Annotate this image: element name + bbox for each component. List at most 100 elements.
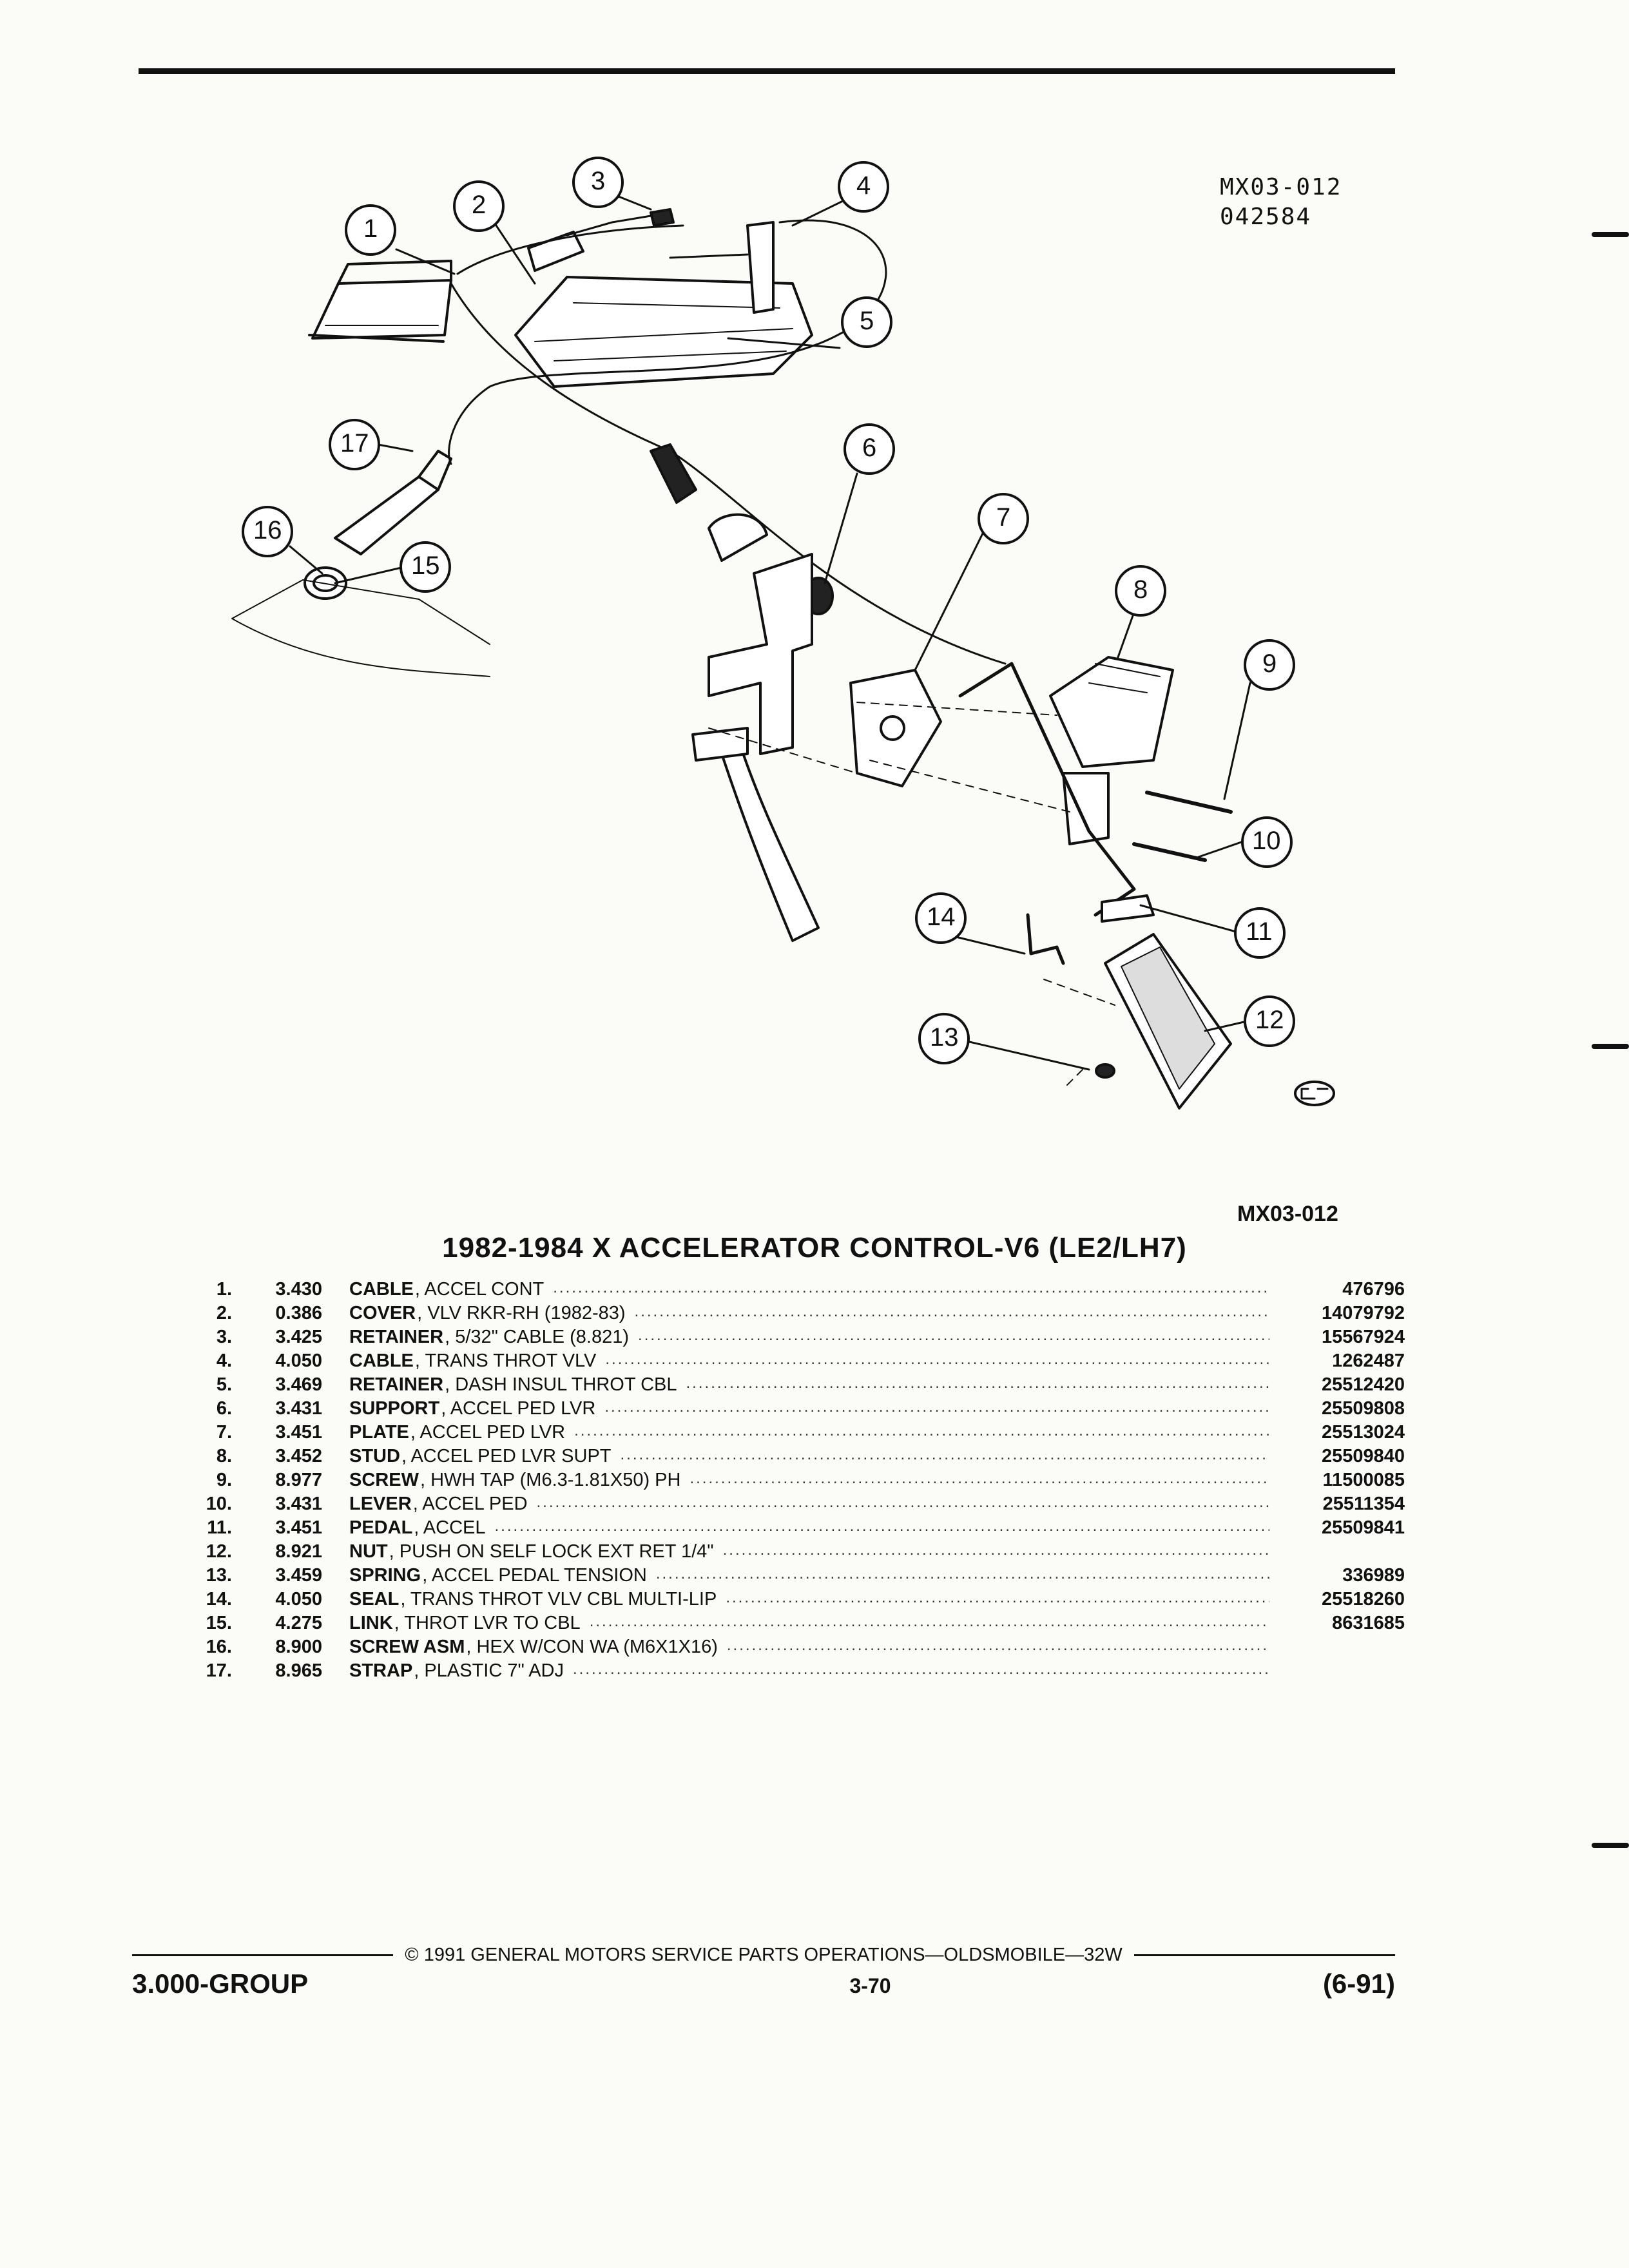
part-name: CABLE [349,1279,414,1300]
item-number: 17. [206,1660,232,1681]
footer-rule-left [132,1954,394,1956]
group-number: 3.451 [275,1517,322,1538]
leader-dots: ........................................… [638,1327,1269,1344]
callout-3: 3 [591,167,606,195]
revision-date: (6-91) [1322,1968,1395,1999]
page-title: 1982-1984 X ACCELERATOR CONTROL-V6 (LE2/… [442,1232,1187,1264]
part-detail: , PUSH ON SELF LOCK EXT RET 1/4" [389,1541,714,1562]
part-detail: , THROT LVR TO CBL [394,1613,581,1633]
binding-mark [1592,1843,1629,1848]
trans-throttle-cable [448,219,887,465]
footer-rule-right [1133,1954,1396,1956]
leader-dots: ........................................… [722,1541,1269,1559]
pedal-support [691,553,942,942]
group-label: 3.000-GROUP [132,1968,309,1999]
part-description: SEAL, TRANS THROT VLV CBL MULTI-LIP.....… [349,1589,1269,1610]
part-name: SPRING [349,1565,421,1586]
group-number: 8.977 [275,1470,322,1490]
callout-15: 15 [411,552,440,580]
accel-pedal [1104,933,1232,1110]
leader-dots: ........................................… [536,1494,1269,1511]
cable-bracket [746,221,775,314]
item-number: 1. [216,1279,232,1300]
item-number: 11. [207,1517,232,1538]
part-detail: , VLV RKR-RH (1982-83) [417,1303,626,1323]
group-number: 3.459 [275,1565,322,1586]
part-description: RETAINER, 5/32" CABLE (8.821)...........… [349,1327,1269,1348]
callout-12: 12 [1255,1006,1284,1034]
top-rule [139,68,1395,74]
copyright-notice: © 1991 GENERAL MOTORS SERVICE PARTS OPER… [405,1945,1123,1965]
part-description: RETAINER, DASH INSUL THROT CBL..........… [349,1374,1269,1396]
part-name: CABLE [349,1350,414,1371]
callout-6: 6 [862,434,877,462]
leader-dots: ........................................… [574,1422,1269,1439]
part-number: 25509841 [1321,1517,1405,1538]
part-number: 25512420 [1321,1374,1405,1395]
leader-dots: ........................................… [605,1350,1269,1368]
air-cleaner-cover [308,260,452,343]
part-number: 14079792 [1321,1303,1405,1323]
callout-10: 10 [1252,827,1281,855]
leader-dots: ........................................… [686,1374,1269,1392]
part-name: NUT [349,1541,388,1562]
leader-dots: ........................................… [573,1660,1269,1678]
part-name: SUPPORT [349,1398,440,1419]
part-number: 25509840 [1321,1446,1405,1466]
item-number: 3. [216,1327,232,1347]
part-description: STUD, ACCEL PED LVR SUPT................… [349,1446,1269,1467]
part-name: RETAINER [349,1327,444,1347]
part-name: LINK [349,1613,393,1633]
item-number: 12. [206,1541,232,1562]
callout-16: 16 [253,516,282,544]
part-description: SCREW ASM, HEX W/CON WA (M6X1X16).......… [349,1637,1269,1658]
part-number: 25513024 [1321,1422,1405,1443]
tension-spring [1026,913,1065,965]
part-detail: , 5/32" CABLE (8.821) [445,1327,630,1347]
binding-mark [1592,1044,1629,1049]
part-detail: , ACCEL PED LVR SUPT [401,1446,612,1466]
group-number: 3.425 [275,1327,322,1347]
part-number: 11500085 [1322,1470,1405,1490]
group-number: 4.050 [275,1589,322,1610]
item-number: 9. [216,1470,232,1490]
leader-dots: ........................................… [620,1446,1270,1463]
exploded-parts-drawing: 1 2 3 4 5 6 7 8 9 10 11 12 13 14 15 16 1… [231,157,1335,1110]
leader-dots: ........................................… [689,1470,1269,1487]
part-description: NUT, PUSH ON SELF LOCK EXT RET 1/4".....… [349,1541,1269,1562]
part-detail: , ACCEL CONT [414,1279,545,1300]
group-number: 3.431 [275,1398,322,1419]
part-description: STRAP, PLASTIC 7" ADJ...................… [349,1660,1269,1682]
part-detail: , ACCEL [414,1517,486,1538]
leader-dots: ........................................… [589,1613,1269,1630]
drawing-code: MX03-012 042584 [1220,173,1342,232]
item-number: 5. [216,1374,232,1395]
leader-dots: ........................................… [655,1565,1269,1582]
group-number: 3.469 [275,1374,322,1395]
part-number: 476796 [1342,1279,1405,1300]
group-number: 3.452 [275,1446,322,1466]
callout-8: 8 [1133,575,1148,604]
part-description: COVER, VLV RKR-RH (1982-83).............… [349,1303,1269,1324]
group-number: 4.275 [275,1613,322,1633]
part-name: RETAINER [349,1374,444,1395]
part-detail: , PLASTIC 7" ADJ [414,1660,564,1681]
part-description: PEDAL, ACCEL............................… [349,1517,1269,1539]
callout-13: 13 [930,1023,959,1052]
item-number: 16. [206,1637,232,1657]
valve-rocker-cover [514,276,813,388]
callout-7: 7 [996,503,1011,532]
callout-2: 2 [472,191,487,219]
callout-11: 11 [1246,918,1273,946]
group-number: 4.050 [275,1350,322,1371]
figure-reference: MX03-012 [1237,1202,1338,1226]
leader-dots: ........................................… [494,1517,1269,1535]
leader-dots: ........................................… [634,1303,1269,1320]
